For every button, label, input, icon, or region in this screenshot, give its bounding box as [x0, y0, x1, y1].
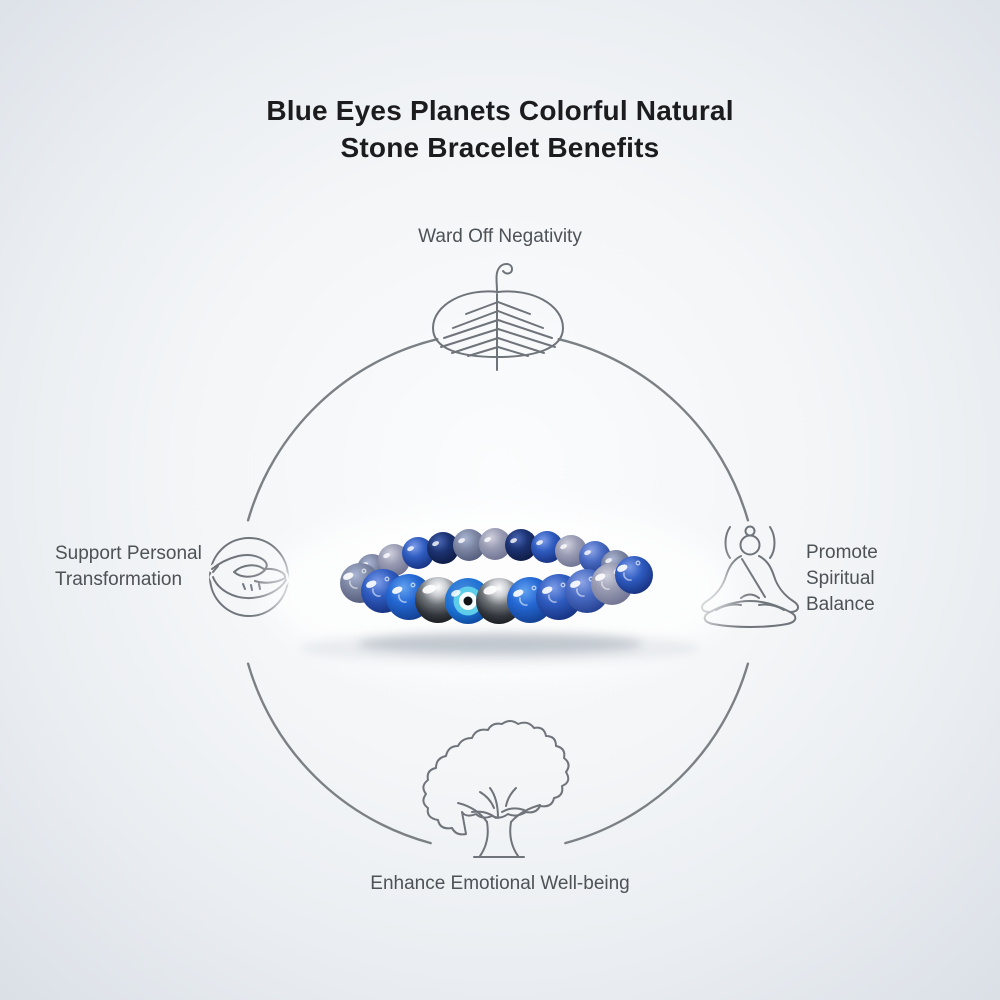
title-line-2: Stone Bracelet Benefits: [340, 132, 660, 163]
benefit-right-line-1: Promote: [806, 542, 878, 563]
bracelet-front-beads: [340, 556, 653, 624]
circle-arc-bottom-right: [564, 662, 750, 845]
benefit-left-line-1: Support Personal: [55, 543, 202, 564]
circle-arc-top-left: [246, 338, 439, 522]
tree-icon: [422, 720, 570, 858]
title-line-1: Blue Eyes Planets Colorful Natural: [266, 95, 734, 126]
benefit-label-right: Promote Spiritual Balance: [806, 540, 878, 618]
circle-arc-top-right: [557, 338, 750, 522]
bracelet-photo: [265, 504, 735, 680]
benefits-circle: [246, 338, 750, 845]
benefit-left-line-2: Transformation: [55, 569, 183, 590]
benefit-right-line-3: Balance: [806, 594, 875, 615]
circle-arc-bottom-left: [246, 662, 432, 845]
benefit-label-top: Ward Off Negativity: [418, 226, 582, 247]
benefit-right-line-2: Spiritual: [806, 568, 875, 589]
bodhi-leaf-icon: [432, 263, 564, 371]
benefit-label-left: Support Personal Transformation: [55, 541, 202, 593]
page-title: Blue Eyes Planets Colorful Natural Stone…: [0, 92, 1000, 166]
meditating-buddha-icon: [701, 525, 799, 628]
benefit-label-bottom: Enhance Emotional Well-being: [370, 873, 630, 894]
